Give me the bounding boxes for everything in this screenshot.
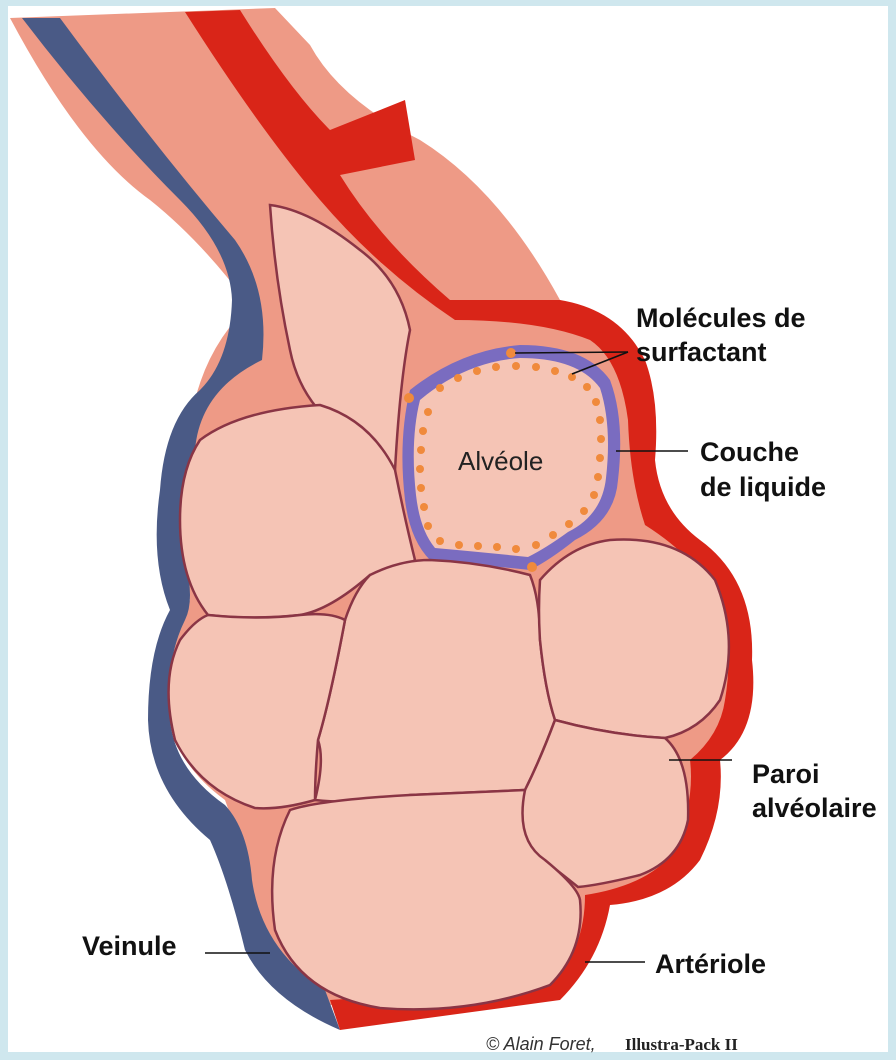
label-surfactant-line2: surfactant (636, 337, 767, 367)
label-liquid-line1: Couche (700, 437, 799, 467)
label-venule: Veinule (82, 931, 177, 961)
label-wall-line1: Paroi (752, 759, 820, 789)
credit-copyright: © Alain Foret, (486, 1034, 596, 1054)
label-liquid-line2: de liquide (700, 472, 826, 502)
surfactant-leader-1 (515, 352, 628, 353)
credit-brand: Illustra-Pack II (625, 1035, 738, 1054)
alveolus-right (539, 540, 729, 739)
label-surfactant-line1: Molécules de (636, 303, 806, 333)
label-wall-line2: alvéolaire (752, 793, 877, 823)
label-arteriole: Artériole (655, 949, 766, 979)
label-alveole: Alvéole (458, 446, 543, 476)
